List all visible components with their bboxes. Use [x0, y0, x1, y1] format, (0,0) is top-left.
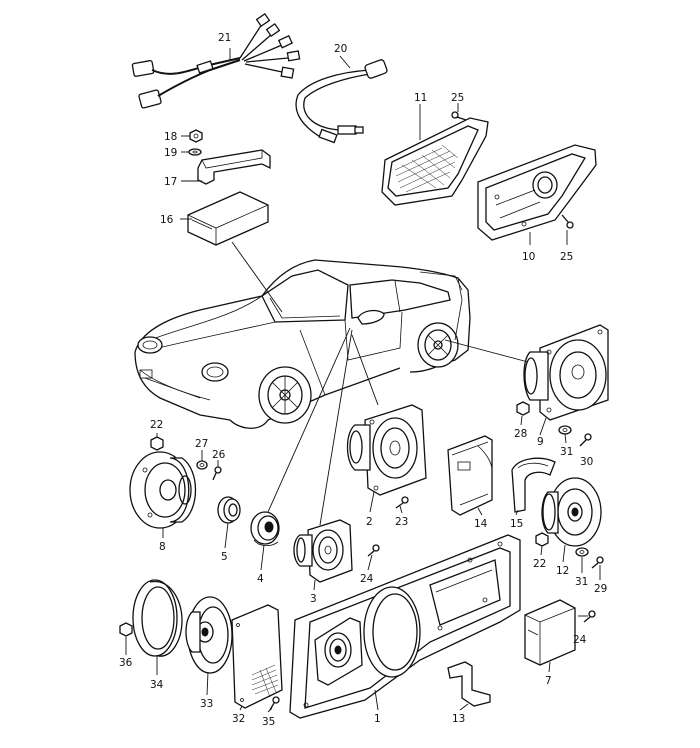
- callout-22-right: 22: [533, 558, 546, 570]
- part-17-bracket: [197, 149, 271, 185]
- callout-24-left: 24: [360, 573, 374, 585]
- callout-25-upper: 25: [451, 92, 464, 104]
- part-31-washer-upper: [558, 425, 572, 435]
- part-20-antenna-cable: [295, 59, 388, 144]
- part-19-washer: [188, 148, 202, 156]
- callout-29: 29: [594, 583, 607, 595]
- callout-22-left: 22: [150, 419, 163, 431]
- callout-36: 36: [119, 657, 133, 669]
- part-23-screw: [395, 496, 409, 509]
- part-26-screw: [212, 466, 222, 481]
- part-7-module: [524, 599, 576, 666]
- callout-9: 9: [537, 436, 544, 448]
- car-illustration: [134, 259, 471, 429]
- part-16-amplifier: [187, 191, 269, 246]
- part-13-bracket: [447, 661, 491, 707]
- callout-12: 12: [556, 565, 569, 577]
- part-15-cover: [511, 457, 556, 513]
- callout-2: 2: [366, 516, 373, 528]
- part-14-crossover: [447, 435, 493, 516]
- part-30-screw: [579, 433, 592, 447]
- callout-33: 33: [200, 698, 213, 710]
- callout-34: 34: [150, 679, 164, 691]
- callout-35: 35: [262, 716, 275, 728]
- callout-21: 21: [218, 32, 231, 44]
- part-28-nut: [516, 401, 530, 416]
- part-9-large-speaker: [523, 324, 609, 421]
- callout-28: 28: [514, 428, 527, 440]
- callout-32: 32: [232, 713, 245, 725]
- callout-20: 20: [334, 43, 347, 55]
- part-22-nut-left: [150, 436, 164, 451]
- callout-16: 16: [160, 214, 174, 226]
- callout-23: 23: [395, 516, 408, 528]
- callout-10: 10: [522, 251, 535, 263]
- callout-27: 27: [195, 438, 208, 450]
- callout-1: 1: [374, 713, 381, 725]
- callout-labels: 21 20 11 25 18 19 17 16 10 25 22 27 26 2…: [119, 32, 607, 728]
- part-29-screw: [591, 556, 604, 569]
- callout-17: 17: [164, 176, 177, 188]
- part-12-speaker: [541, 477, 602, 547]
- part-5-tweeter: [217, 496, 241, 524]
- callout-13: 13: [452, 713, 465, 725]
- part-8-speaker: [129, 451, 197, 529]
- callout-3: 3: [310, 593, 317, 605]
- part-10-speaker-housing: [477, 144, 597, 241]
- callout-11: 11: [414, 92, 427, 104]
- callout-19: 19: [164, 147, 177, 159]
- part-24-screw-right: [583, 610, 596, 623]
- callout-24-right: 24: [573, 634, 587, 646]
- part-3-speaker: [293, 519, 353, 583]
- callout-5: 5: [221, 551, 228, 563]
- part-11-grille: [381, 117, 489, 206]
- part-35-screw: [269, 696, 280, 711]
- callout-7: 7: [545, 675, 552, 687]
- part-25-screw-lower: [561, 214, 574, 229]
- part-22-nut-right: [535, 532, 549, 547]
- callout-18: 18: [164, 131, 177, 143]
- callout-30: 30: [580, 456, 593, 468]
- part-18-nut: [189, 129, 203, 143]
- callout-4: 4: [257, 573, 264, 585]
- callout-8: 8: [159, 541, 166, 553]
- leader-lines: [125, 48, 601, 713]
- callout-14: 14: [474, 518, 488, 530]
- part-31-washer-lower: [575, 547, 589, 557]
- callout-15: 15: [510, 518, 523, 530]
- part-32-panel: [231, 604, 283, 709]
- part-4-tweeter-housing: [250, 511, 280, 546]
- callout-26: 26: [212, 449, 226, 461]
- callout-31-upper: 31: [560, 446, 573, 458]
- part-33-speaker: [185, 596, 233, 674]
- part-25-screw-upper: [451, 111, 467, 121]
- part-1-door-panel: [289, 534, 521, 719]
- part-27-washer: [196, 460, 208, 470]
- part-36-nut: [119, 622, 133, 637]
- callout-31-lower: 31: [575, 576, 588, 588]
- part-21-wiring-harness: [131, 12, 301, 109]
- part-34-trim-ring: [132, 579, 183, 657]
- part-2-speaker: [346, 404, 427, 496]
- part-24-screw-left: [367, 544, 380, 557]
- callout-25-lower: 25: [560, 251, 573, 263]
